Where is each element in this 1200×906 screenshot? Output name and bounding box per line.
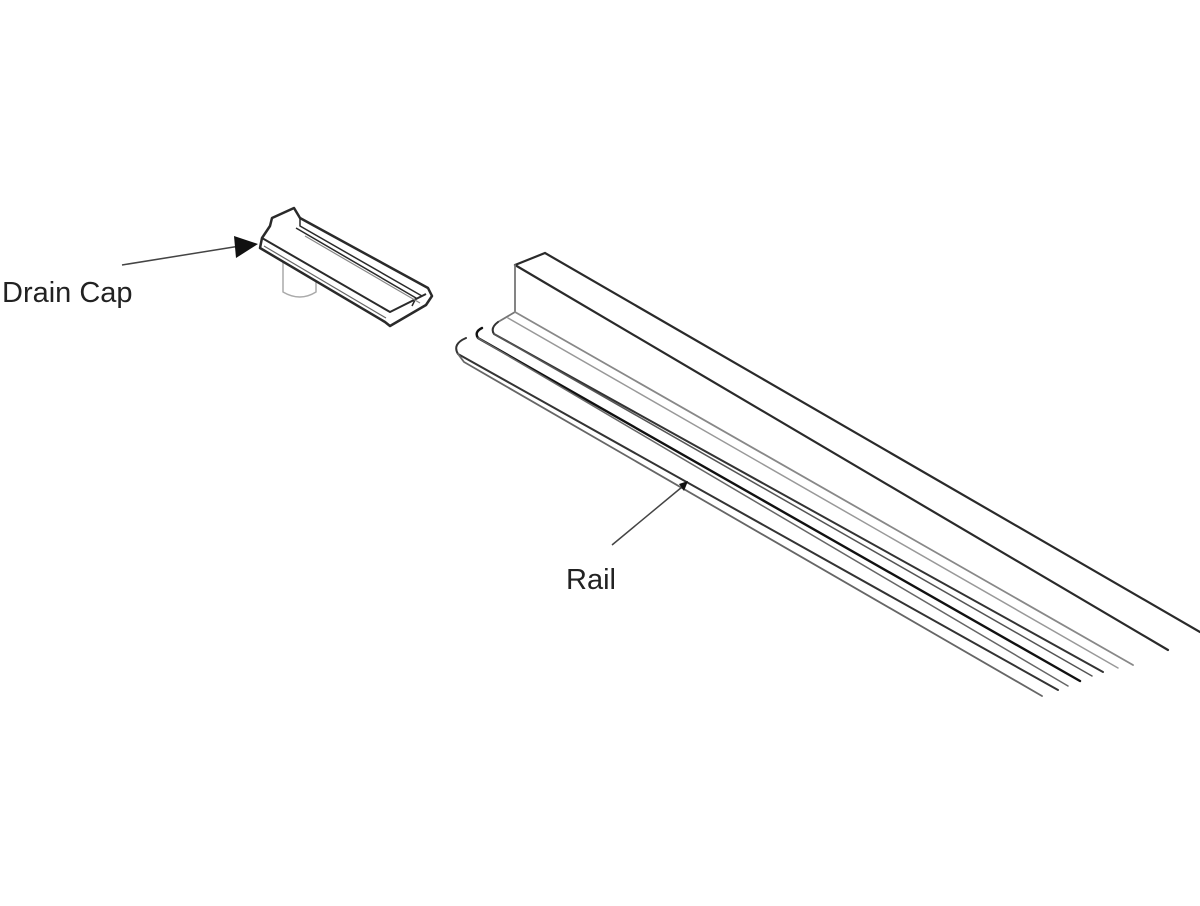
rail-label: Rail: [566, 564, 616, 596]
drain-cap-part: [258, 206, 434, 328]
rail-part: [455, 251, 1200, 697]
rail-arrow: [611, 481, 688, 546]
drain-cap-label: Drain Cap: [2, 277, 133, 309]
drain-cap-arrow: [121, 236, 258, 266]
